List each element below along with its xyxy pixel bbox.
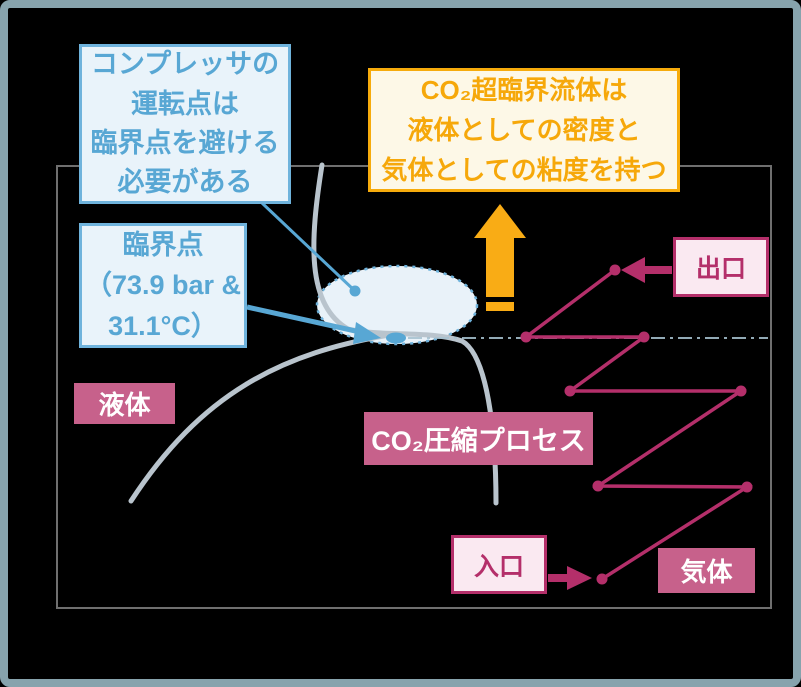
process-state-dot	[638, 331, 650, 343]
process-state-dot	[735, 385, 747, 397]
critical-point-marker	[386, 332, 406, 344]
critical-point-callout: 臨界点 （73.9 bar & 31.1°C）	[79, 223, 247, 348]
process-state-dot	[596, 573, 608, 585]
phase-boundary-curve-upper	[311, 162, 499, 506]
compressor-note-text: コンプレッサの 運転点は 臨界点を避ける 必要がある	[90, 49, 280, 198]
outlet-label: 出口	[695, 255, 746, 283]
phase-boundary-curve-lower	[128, 331, 399, 504]
gas-label-text: 気体	[680, 557, 733, 587]
inlet-label-box: 入口	[451, 535, 547, 594]
process-state-dot	[741, 481, 753, 493]
up-arrow-icon	[474, 204, 526, 311]
critical-point-text: 臨界点 （73.9 bar & 31.1°C）	[84, 229, 242, 341]
gas-region-label: 気体	[658, 548, 755, 593]
supercritical-note-text: CO₂超臨界流体は 液体としての密度と 気体としての粘度を持つ	[381, 74, 667, 186]
compression-process-polyline	[520, 268, 753, 581]
outlet-label-box: 出口	[673, 237, 769, 297]
compressor-note-connector	[260, 201, 361, 297]
process-state-dot	[592, 480, 604, 492]
inlet-arrow-icon	[548, 566, 592, 590]
compression-process-label: CO₂圧縮プロセス	[364, 412, 593, 465]
liquid-region-label: 液体	[74, 383, 175, 424]
supercritical-note-callout: CO₂超臨界流体は 液体としての密度と 気体としての粘度を持つ	[368, 68, 680, 192]
inlet-label: 入口	[473, 552, 524, 581]
process-state-dot	[609, 264, 621, 276]
outlet-arrow-icon	[621, 257, 672, 283]
process-state-dot	[564, 385, 576, 397]
compression-process-text: CO₂圧縮プロセス	[371, 426, 586, 456]
process-state-dots	[520, 264, 753, 585]
process-state-dot	[520, 331, 532, 343]
liquid-label-text: 液体	[98, 390, 151, 420]
critical-point-connector	[246, 304, 381, 344]
compressor-note-callout: コンプレッサの 運転点は 臨界点を避ける 必要がある	[79, 44, 291, 204]
